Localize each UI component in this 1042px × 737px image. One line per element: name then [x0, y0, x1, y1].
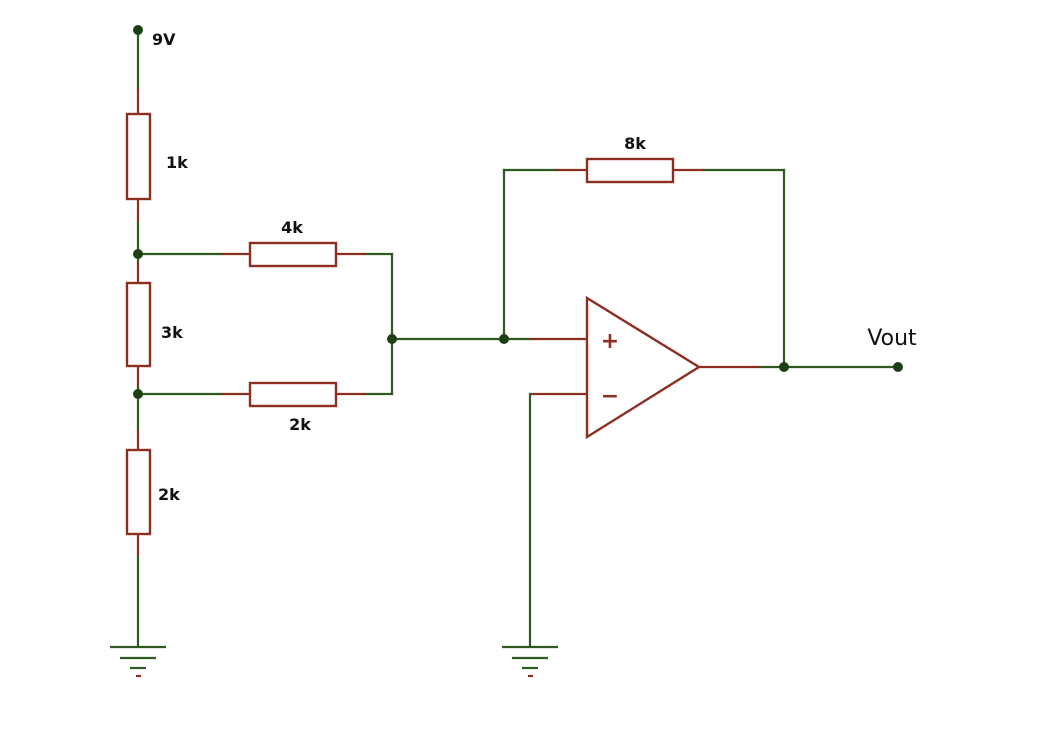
- output-label: Vout: [867, 326, 917, 351]
- junction-dot: [133, 389, 143, 399]
- resistor-1k-label: 1k: [166, 153, 188, 172]
- resistor-4k: [222, 241, 365, 268]
- output-terminal-dot: [893, 362, 903, 372]
- resistor-2k-branch-label: 2k: [289, 415, 311, 434]
- junction-dot: [387, 334, 397, 344]
- opamp-minus-sign: −: [601, 384, 619, 409]
- resistor-4k-label: 4k: [281, 218, 303, 237]
- opamp: [530, 295, 760, 440]
- supply-terminal-dot: [133, 25, 143, 35]
- resistor-8k-label: 8k: [624, 134, 646, 153]
- resistor-3k: [125, 262, 152, 386]
- resistor-3k-label: 3k: [161, 323, 183, 342]
- resistor-2k-bottom: [125, 430, 152, 556]
- ground-symbol-left: [110, 645, 166, 678]
- resistor-2k-bottom-label: 2k: [158, 485, 180, 504]
- resistor-1k: [125, 88, 152, 222]
- junction-dot: [499, 334, 509, 344]
- resistor-2k-branch: [222, 381, 365, 408]
- junction-dot: [133, 249, 143, 259]
- opamp-plus-sign: +: [601, 329, 619, 354]
- feedback-wires: [502, 168, 786, 369]
- supply-label: 9V: [152, 30, 176, 49]
- resistor-8k: [556, 157, 704, 184]
- junction-dot: [779, 362, 789, 372]
- junction-dots: [133, 25, 903, 399]
- ground-symbol-right: [502, 645, 558, 678]
- branch-wires: [136, 252, 532, 396]
